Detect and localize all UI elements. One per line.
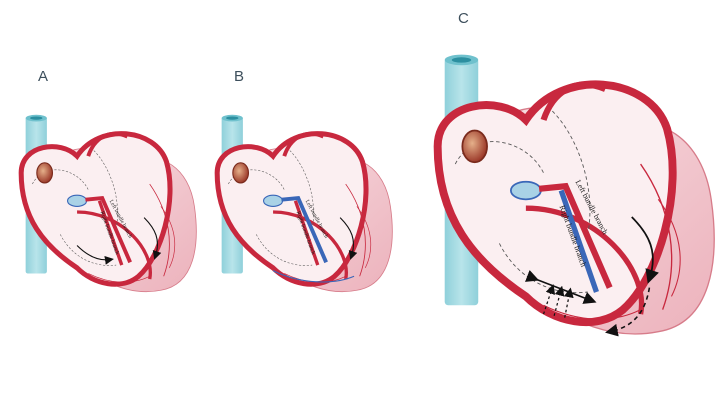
conduction-arrow-icon <box>631 216 659 284</box>
dashed-arrow-icon <box>563 287 574 318</box>
heart-b-diagram: Left bundle branch Right bundle branch <box>206 92 396 332</box>
dashed-arrow-icon <box>542 284 556 315</box>
heart-c-diagram: Left bundle branch Right bundle branch <box>420 32 720 402</box>
av-node-icon <box>510 180 542 201</box>
panel-b: B Left bundle branch Right bundle branch <box>206 58 396 308</box>
conduction-arrow-icon <box>143 217 162 260</box>
heart-a-diagram: Left bundle branch Right bundle branch <box>10 92 200 332</box>
dashed-arrow-icon <box>605 287 651 337</box>
left-bundle-branch-path <box>281 195 328 264</box>
sinoatrial-node-icon <box>232 162 250 184</box>
panel-b-label: B <box>234 68 245 85</box>
panel-a: A Left bundle branch Right bundle branch <box>10 58 200 308</box>
sinoatrial-node-icon <box>461 129 488 164</box>
right-bundle-branch-path <box>293 200 320 266</box>
conduction-arrow-icon <box>76 245 114 265</box>
sinoatrial-node-icon <box>36 162 54 184</box>
blocked-fiber-path <box>272 270 355 283</box>
left-bundle-branch-path <box>85 195 132 264</box>
panel-c-label: C <box>458 10 469 27</box>
dashed-arrow-icon <box>553 285 565 316</box>
panel-a-label: A <box>38 68 49 85</box>
av-node-icon <box>263 194 284 207</box>
panel-c: C Left bundle branch Right bundle branch <box>410 0 720 406</box>
right-bundle-branch-path <box>97 200 124 266</box>
av-node-icon <box>67 194 88 207</box>
conduction-arrow-icon <box>339 217 358 260</box>
left-bundle-branch-path <box>538 182 613 289</box>
